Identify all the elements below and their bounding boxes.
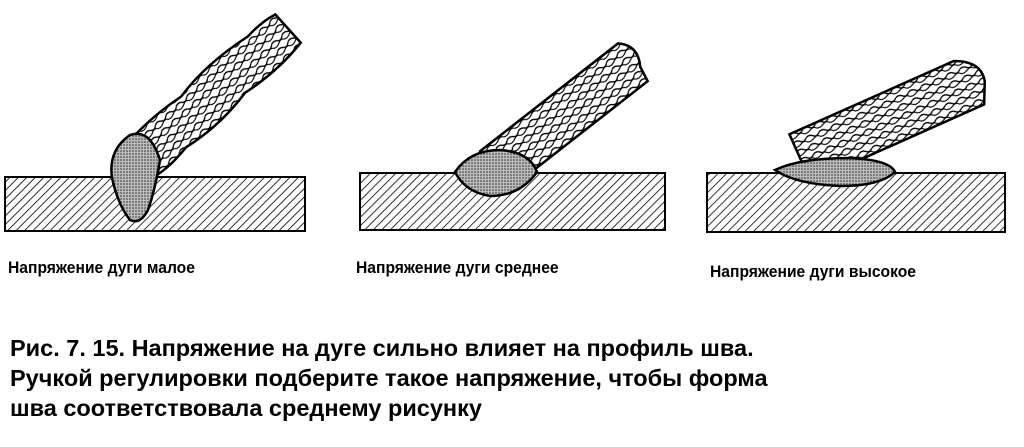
- weld-bead: [110, 132, 162, 223]
- weld-bead: [772, 156, 897, 188]
- panel-low-voltage: [4, 12, 306, 232]
- panel-label-medium: Напряжение дуги среднее: [356, 258, 559, 277]
- panel-high-voltage: [706, 59, 1006, 233]
- figure-caption: Рис. 7. 15. Напряжение на дуге сильно вл…: [10, 333, 768, 423]
- electrode: [478, 42, 650, 191]
- panel-label-high: Напряжение дуги высокое: [710, 262, 916, 281]
- panel-medium-voltage: [359, 42, 666, 231]
- electrode: [119, 12, 303, 182]
- caption-line-2: Ручкой регулировки подберите такое напря…: [10, 365, 768, 391]
- weld-bead: [453, 148, 539, 198]
- caption-line-3: шва соответствовала среднему рисунку: [10, 395, 482, 421]
- caption-line-1: Рис. 7. 15. Напряжение на дуге сильно вл…: [10, 335, 754, 361]
- electrode: [787, 59, 986, 184]
- panel-label-low: Напряжение дуги малое: [8, 258, 195, 277]
